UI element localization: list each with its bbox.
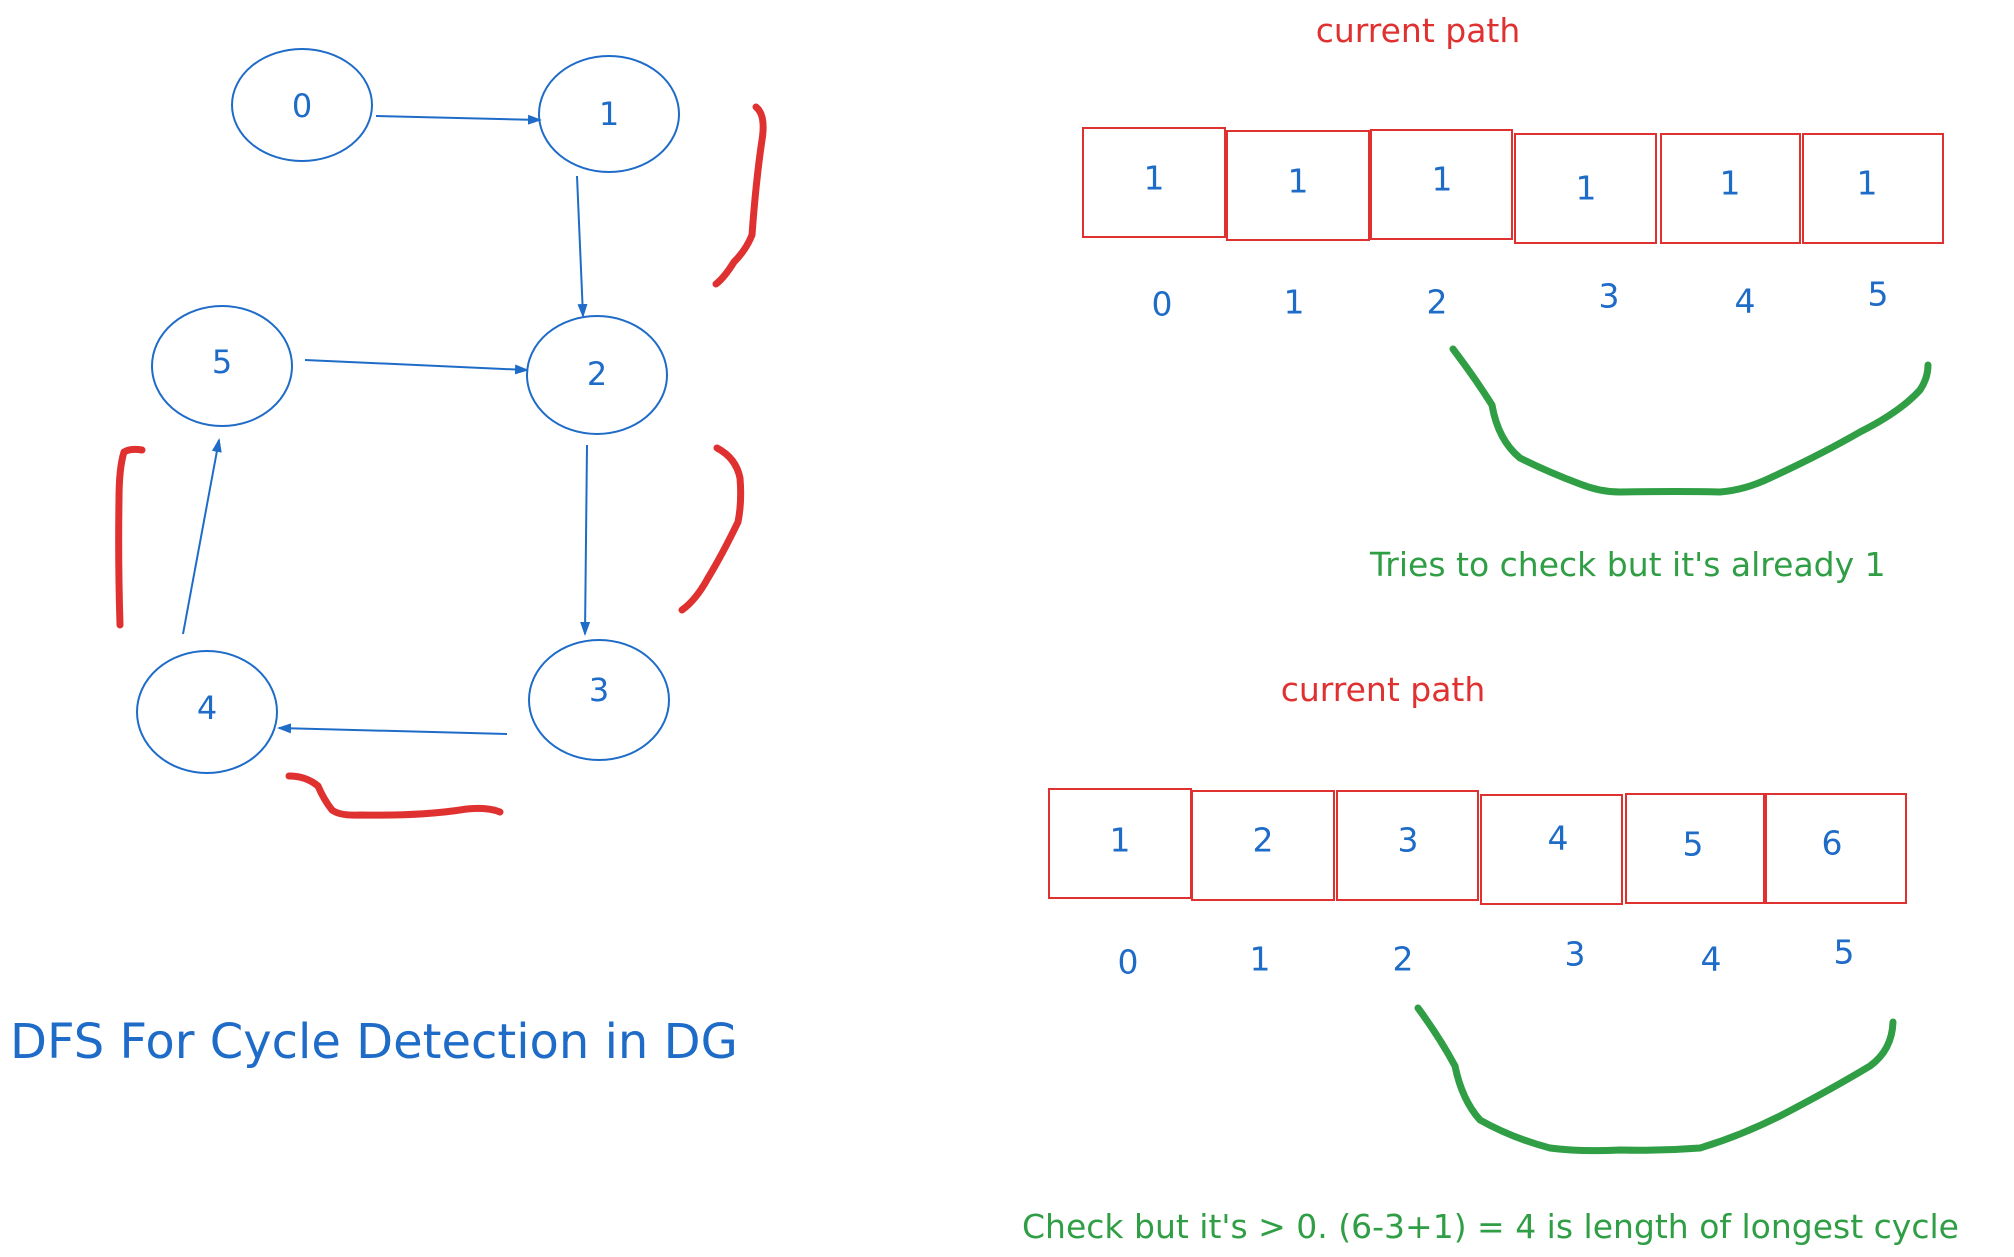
- top-cell-0: [1082, 127, 1226, 238]
- top-cell-2: [1370, 129, 1513, 240]
- top-path-array: [1082, 127, 1944, 244]
- edge-1-to-2: [576, 175, 588, 318]
- bottom-index-3: 3: [1565, 935, 1586, 974]
- top-index-4: 4: [1735, 282, 1756, 321]
- top-index-2: 2: [1427, 283, 1448, 322]
- graph-node-3-label: 3: [589, 671, 609, 709]
- top-cell-value-2: 1: [1432, 160, 1453, 199]
- bottom-cell-1: [1191, 790, 1335, 901]
- cycle-stroke-1-2: [712, 103, 767, 288]
- bottom-cell-value-1: 2: [1253, 821, 1274, 860]
- top-cell-value-1: 1: [1288, 162, 1309, 201]
- bottom-cell-value-4: 5: [1683, 825, 1704, 864]
- bottom-cell-2: [1336, 790, 1479, 901]
- top-cell-value-3: 1: [1576, 169, 1597, 208]
- top-cell-value-5: 1: [1857, 164, 1878, 203]
- graph-node-5: 5: [151, 305, 293, 427]
- top-cycle-brace: [1449, 345, 1932, 496]
- bottom-index-1: 1: [1250, 940, 1271, 979]
- graph-node-1: 1: [538, 55, 680, 173]
- top-panel-note: Tries to check but it's already 1: [1369, 545, 1886, 584]
- edge-0-to-1: [375, 114, 542, 125]
- top-cell-3: [1514, 133, 1657, 244]
- cycle-stroke-4-5: [115, 445, 146, 629]
- bottom-cell-value-5: 6: [1822, 824, 1843, 863]
- top-index-1: 1: [1284, 283, 1305, 322]
- graph-node-1-label: 1: [599, 95, 619, 133]
- graph-node-2: 2: [526, 315, 668, 435]
- bottom-index-0: 0: [1118, 943, 1139, 982]
- top-panel-heading: current path: [1316, 11, 1521, 50]
- edge-3-to-4: [277, 723, 508, 735]
- top-index-0: 0: [1152, 285, 1173, 324]
- graph-node-0-label: 0: [292, 87, 312, 125]
- top-cell-4: [1660, 133, 1801, 244]
- cycle-stroke-2-3: [678, 444, 745, 614]
- edge-4-to-5: [182, 438, 222, 635]
- bottom-index-4: 4: [1701, 940, 1722, 979]
- bottom-cell-value-0: 1: [1110, 821, 1131, 860]
- graph-node-4: 4: [136, 650, 278, 774]
- bottom-panel-note: Check but it's > 0. (6-3+1) = 4 is lengt…: [1022, 1207, 1959, 1246]
- bottom-cell-value-2: 3: [1398, 821, 1419, 860]
- top-cell-value-4: 1: [1720, 164, 1741, 203]
- graph-node-3: 3: [528, 639, 670, 761]
- bottom-index-2: 2: [1393, 940, 1414, 979]
- edge-2-to-3: [580, 444, 591, 636]
- top-index-3: 3: [1599, 277, 1620, 316]
- graph-node-0: 0: [231, 48, 373, 162]
- cycle-stroke-3-4: [285, 772, 504, 819]
- bottom-index-5: 5: [1834, 933, 1855, 972]
- top-cell-1: [1226, 130, 1370, 241]
- graph-node-2-label: 2: [587, 355, 607, 393]
- top-index-5: 5: [1868, 275, 1889, 314]
- bottom-cycle-brace: [1414, 1004, 1897, 1155]
- bottom-cell-4: [1625, 793, 1765, 904]
- bottom-panel-heading: current path: [1281, 670, 1486, 709]
- top-cell-value-0: 1: [1144, 159, 1165, 198]
- graph-node-5-label: 5: [212, 343, 232, 381]
- bottom-cell-value-3: 4: [1548, 819, 1569, 858]
- bottom-path-array: [1048, 788, 1907, 905]
- bottom-cell-3: [1480, 794, 1623, 905]
- bottom-cell-5: [1765, 793, 1907, 904]
- cycle-highlight: [115, 103, 767, 819]
- edge-5-to-2: [304, 359, 529, 375]
- top-cell-5: [1802, 133, 1944, 244]
- diagram-title: DFS For Cycle Detection in DG: [10, 1014, 738, 1070]
- graph-node-4-label: 4: [197, 689, 217, 727]
